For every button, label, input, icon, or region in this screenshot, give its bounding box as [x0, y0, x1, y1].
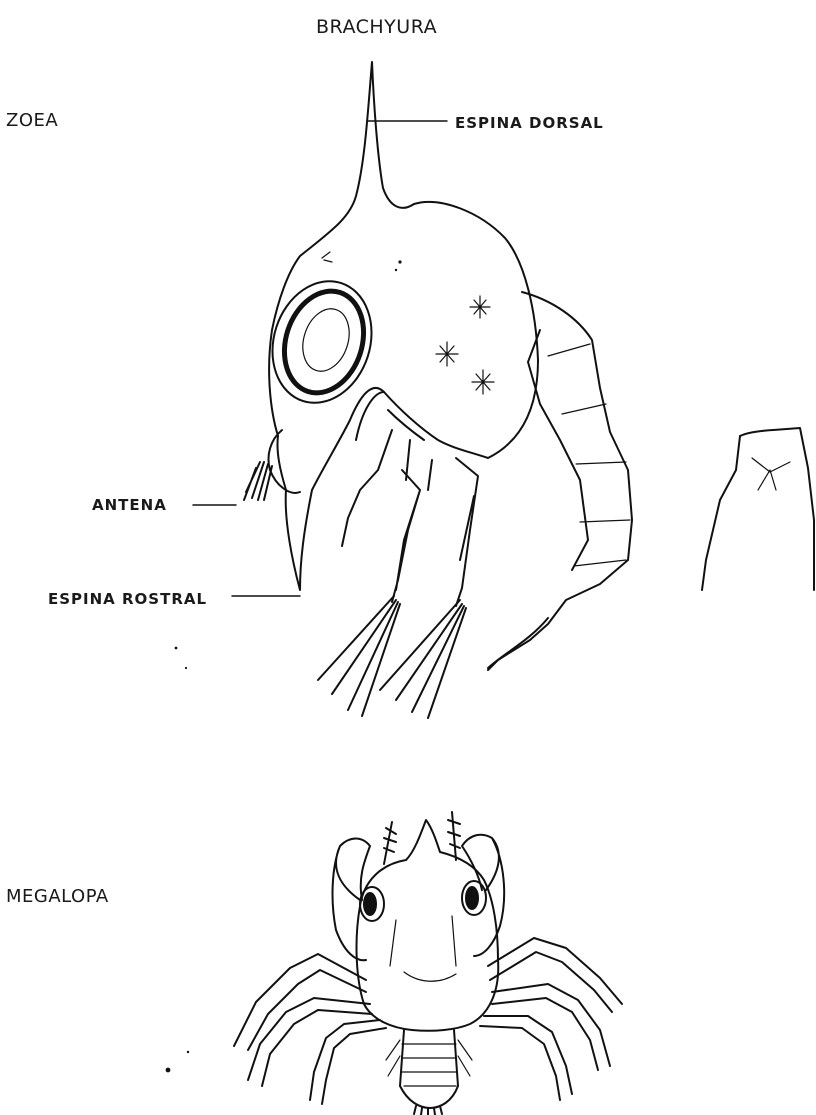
zoea-drawing: [193, 62, 632, 718]
zoea-antenna-setae: [244, 462, 272, 500]
megalopa-leg-right-3: [480, 1016, 572, 1100]
zoea-mouthparts: [342, 392, 432, 546]
zoea-segment-lines: [548, 344, 630, 566]
megalopa-leg-left-2: [248, 998, 372, 1086]
zoea-telson-spine: [488, 618, 548, 668]
zoea-abdomen: [488, 292, 632, 670]
partial-telson-drawing: [702, 428, 814, 590]
megalopa-eye-left-pupil: [364, 893, 376, 915]
zoea-carapace-mark: [322, 252, 332, 262]
stray-speck: [185, 667, 187, 669]
megalopa-abdomen-segments: [401, 1044, 457, 1086]
zoea-eye-ring: [272, 281, 376, 403]
zoea-eye-inner: [295, 303, 357, 377]
stray-speck: [166, 1068, 171, 1073]
zoea-maxilliped-1: [392, 470, 420, 602]
megalopa-leg-left-3: [310, 1020, 386, 1104]
zoea-carapace: [269, 62, 538, 590]
zoea-chromatophores: [436, 296, 494, 394]
megalopa-eye-right-pupil: [466, 887, 478, 909]
zoea-plumose-setae: [318, 596, 466, 718]
megalopa-abdomen: [400, 1030, 458, 1108]
megalopa-carapace-grooves: [390, 916, 456, 981]
zoea-speck: [395, 269, 397, 271]
megalopa-carapace: [357, 820, 499, 1031]
stray-speck: [175, 647, 178, 650]
megalopa-drawing: [234, 812, 622, 1115]
megalopa-antennules: [384, 812, 460, 864]
zoea-maxilliped-2: [456, 458, 478, 606]
zoea-speck: [398, 260, 401, 263]
megalopa-leg-right-1: [488, 938, 622, 1012]
stray-speck: [187, 1051, 189, 1053]
